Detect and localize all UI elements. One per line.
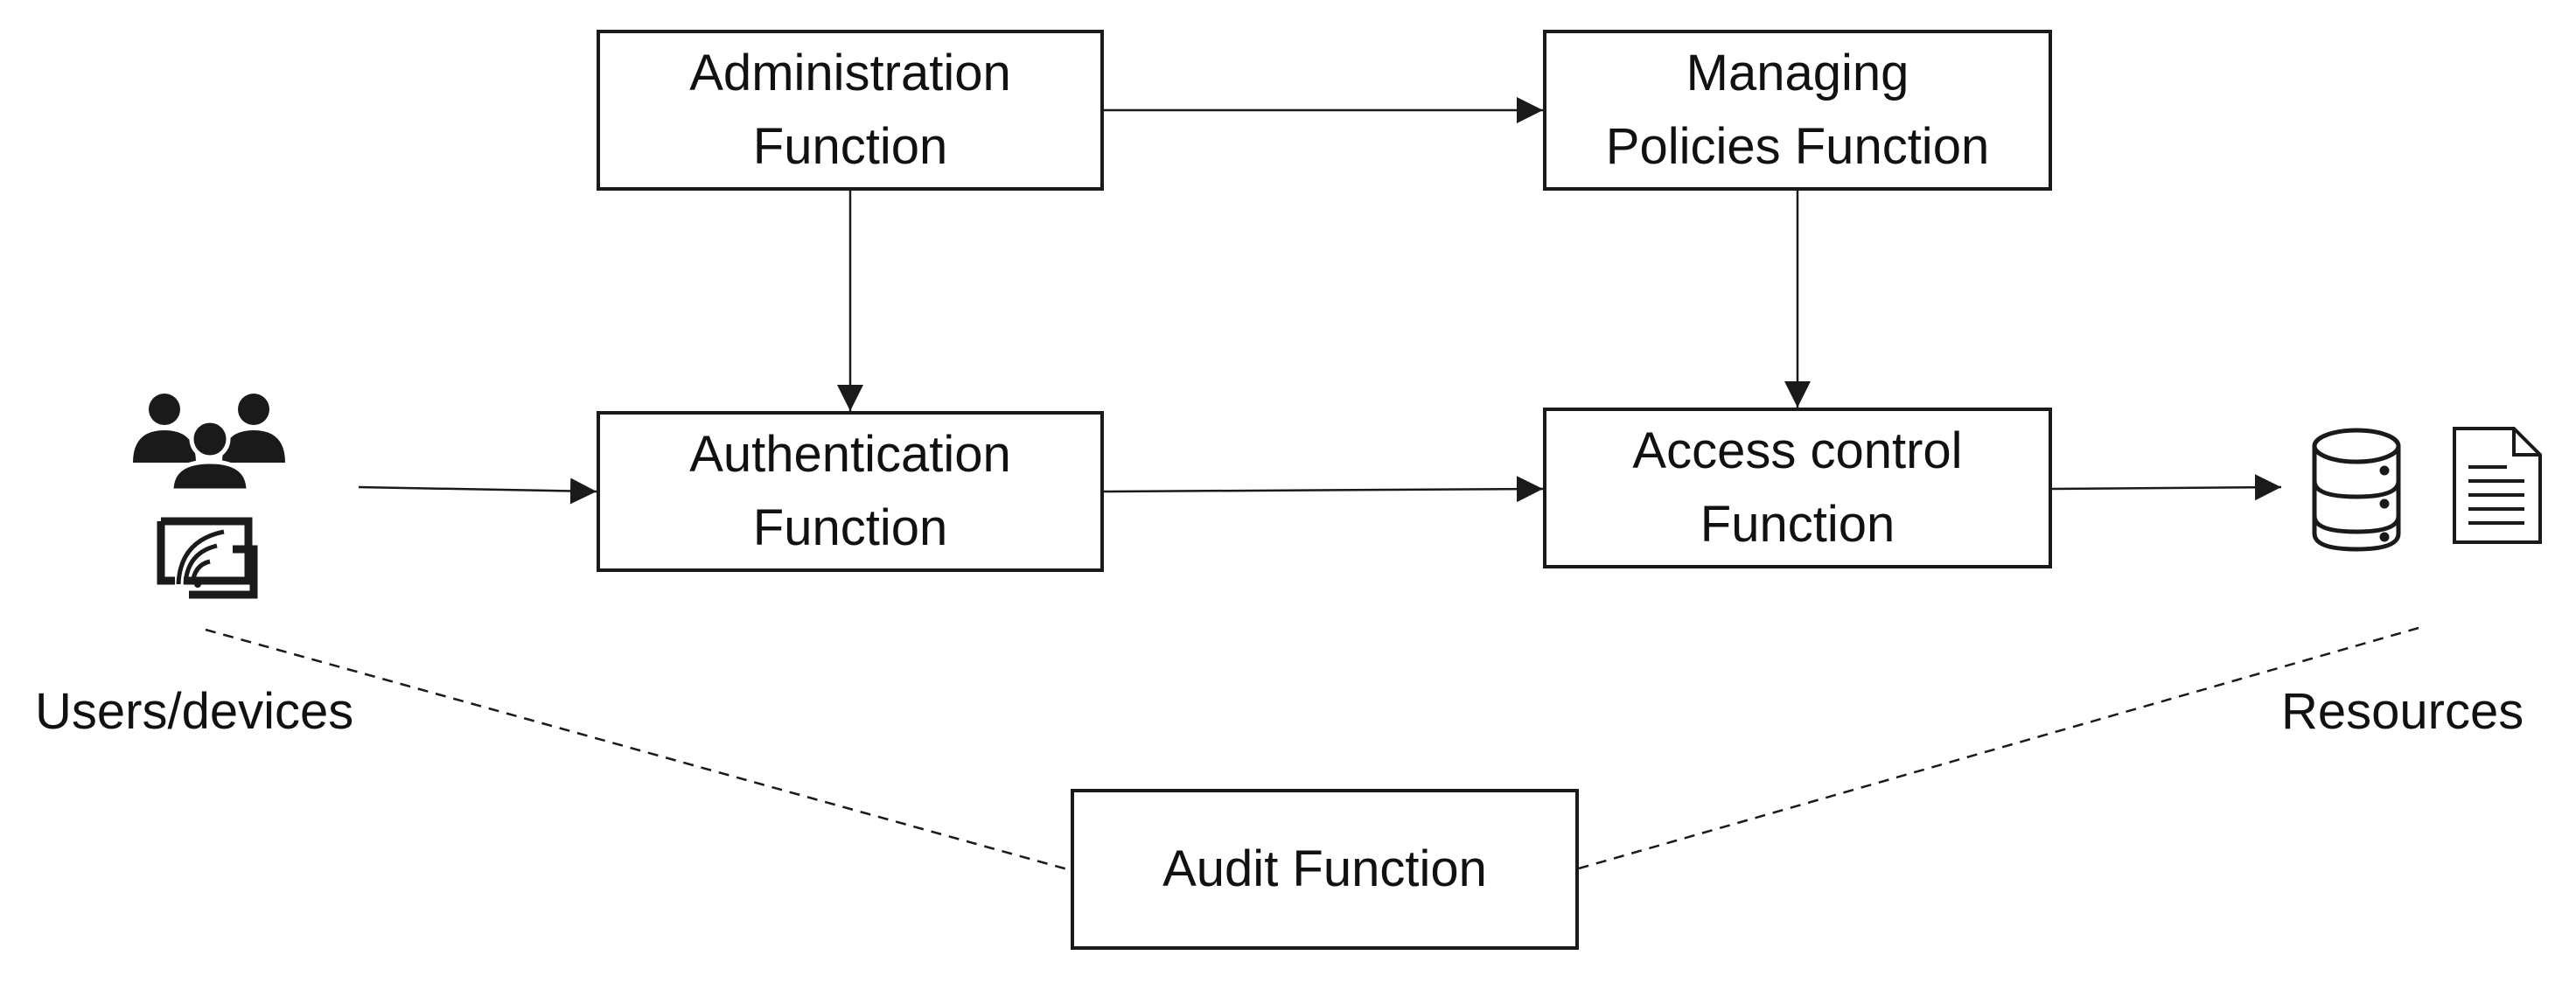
document-icon bbox=[2453, 427, 2542, 544]
device-cast-icon bbox=[157, 517, 258, 599]
authentication-function-line1: Authentication bbox=[689, 426, 1011, 483]
managing-policies-function-box: Managing Policies Function bbox=[1543, 30, 2052, 191]
authentication-function-box: Authentication Function bbox=[597, 411, 1104, 572]
audit-function-label: Audit Function bbox=[1162, 840, 1487, 897]
dashed-edge-resources-to-audit bbox=[1578, 626, 2419, 870]
audit-function-box: Audit Function bbox=[1071, 789, 1579, 950]
access-control-function-box: Access control Function bbox=[1543, 408, 2052, 568]
database-icon bbox=[2312, 428, 2401, 552]
users-group-icon bbox=[133, 394, 285, 493]
administration-function-line2: Function bbox=[752, 118, 948, 175]
administration-function-line1: Administration bbox=[689, 45, 1011, 101]
edge-users-to-authentication bbox=[358, 478, 597, 505]
edge-authentication-to-access-control bbox=[1103, 476, 1544, 503]
users-devices-label: Users/devices bbox=[35, 683, 354, 740]
edge-access-control-to-resources bbox=[2050, 474, 2282, 501]
administration-function-box: Administration Function bbox=[597, 30, 1104, 191]
resources-label: Resources bbox=[2281, 683, 2524, 740]
authentication-function-line2: Function bbox=[752, 499, 948, 556]
access-control-function-line2: Function bbox=[1700, 496, 1895, 553]
managing-policies-function-line1: Managing bbox=[1686, 45, 1909, 101]
managing-policies-function-line2: Policies Function bbox=[1605, 118, 1990, 175]
access-control-function-line1: Access control bbox=[1632, 422, 1963, 479]
dashed-edge-users-to-audit bbox=[205, 628, 1072, 872]
